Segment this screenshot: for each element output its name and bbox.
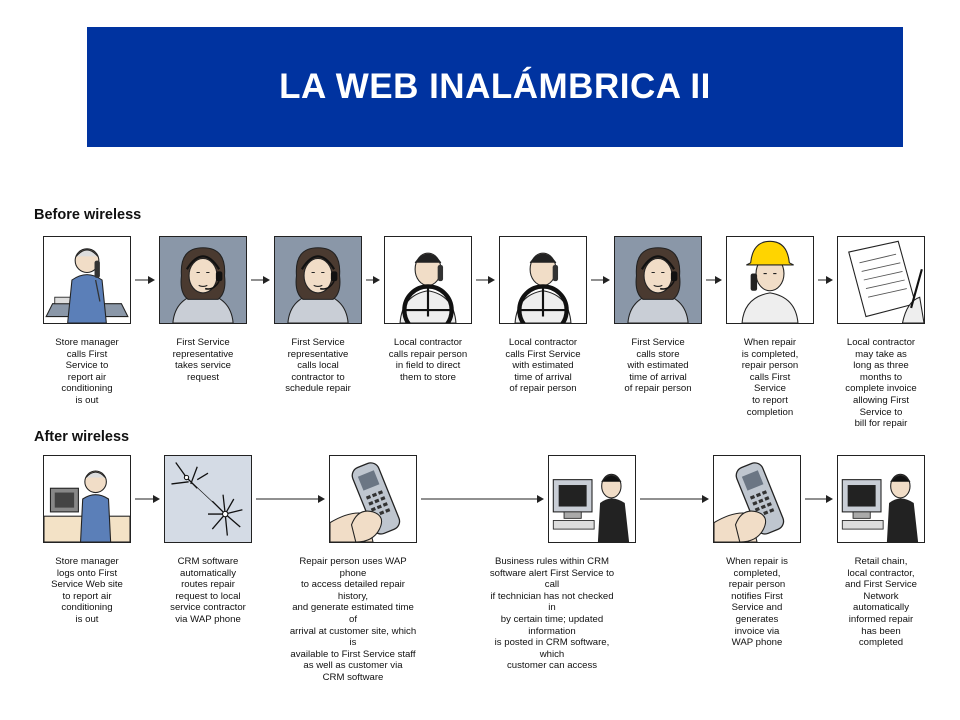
before-step-1-caption: Store manager calls First Service to rep…: [55, 337, 119, 406]
after-step-5-caption: When repair is completed, repair person …: [726, 556, 788, 649]
before-arrow-3: [366, 275, 380, 285]
title-banner: LA WEB INALÁMBRICA II: [87, 27, 903, 147]
slide-title: LA WEB INALÁMBRICA II: [279, 67, 711, 106]
after-step-5-panel: [713, 455, 801, 543]
after-wireless-label: After wireless: [34, 429, 130, 445]
before-step-5-panel: [499, 236, 587, 324]
after-step-6-caption: Retail chain, local contractor, and Firs…: [845, 556, 917, 649]
before-step-1-panel: [43, 236, 131, 324]
before-step-3-caption: First Service representative calls local…: [285, 337, 351, 395]
after-step-2-panel: [164, 455, 252, 543]
before-step-2-panel: [159, 236, 247, 324]
before-step-4-panel: [384, 236, 472, 324]
before-step-4-caption: Local contractor calls repair person in …: [388, 337, 468, 383]
before-wireless-label: Before wireless: [34, 207, 142, 223]
after-step-4-panel: [548, 455, 636, 543]
before-step-8-caption: Local contractor may take as long as thr…: [845, 337, 917, 430]
after-step-1-caption: Store manager logs onto First Service We…: [51, 556, 123, 625]
after-step-1-panel: [43, 455, 131, 543]
before-arrow-6: [706, 275, 722, 285]
before-arrow-1: [135, 275, 155, 285]
after-step-6-panel: [837, 455, 925, 543]
before-step-7-caption: When repair is completed, repair person …: [741, 337, 799, 418]
after-arrow-4: [640, 494, 709, 504]
before-step-7-panel: [726, 236, 814, 324]
after-step-3-caption: Repair person uses WAP phone to access d…: [289, 556, 417, 683]
before-step-6-panel: [614, 236, 702, 324]
before-step-5-caption: Local contractor calls First Service wit…: [505, 337, 581, 395]
before-arrow-4: [476, 275, 495, 285]
after-arrow-3: [421, 494, 544, 504]
before-step-8-panel: [837, 236, 925, 324]
after-arrow-2: [256, 494, 325, 504]
after-arrow-1: [135, 494, 160, 504]
before-step-2-caption: First Service representative takes servi…: [172, 337, 234, 383]
after-step-4-caption: Business rules within CRM software alert…: [489, 556, 615, 672]
before-arrow-2: [251, 275, 270, 285]
before-arrow-5: [591, 275, 610, 285]
before-step-3-panel: [274, 236, 362, 324]
after-step-2-caption: CRM software automatically routes repair…: [170, 556, 246, 625]
after-arrow-5: [805, 494, 833, 504]
after-step-3-panel: [329, 455, 417, 543]
before-step-6-caption: First Service calls store with estimated…: [624, 337, 692, 395]
before-arrow-7: [818, 275, 833, 285]
